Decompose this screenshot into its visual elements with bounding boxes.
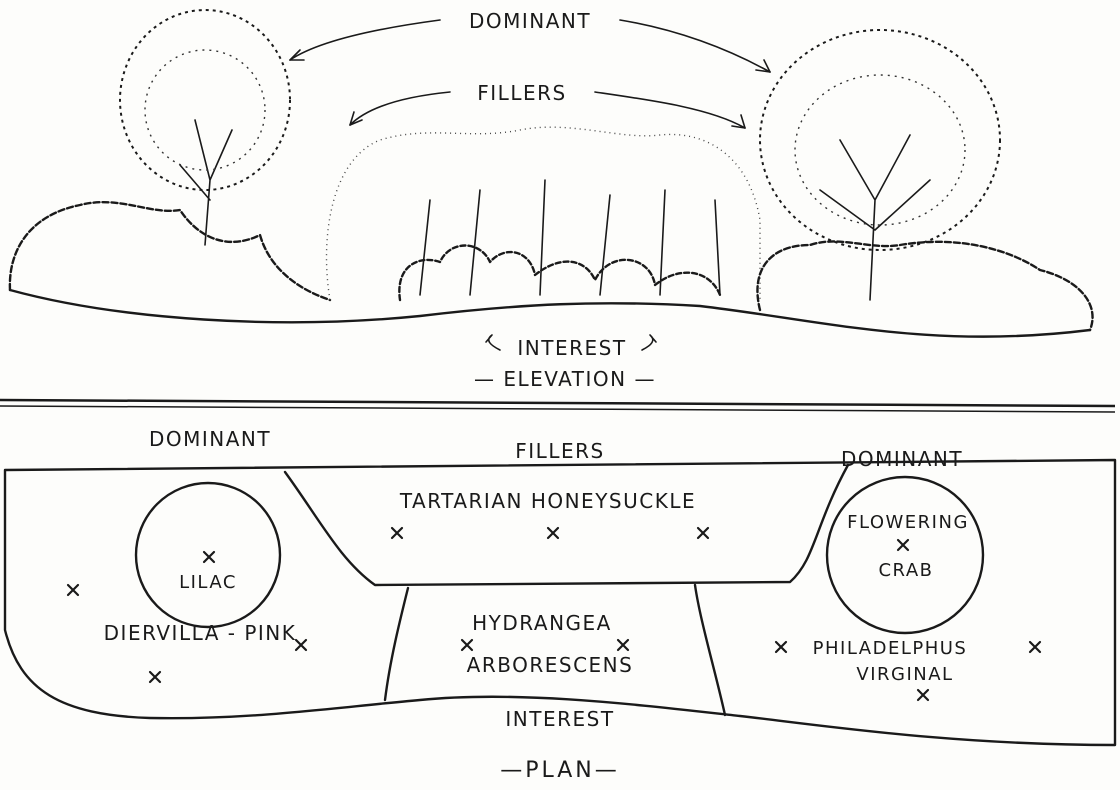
elevation-left-shrub-mass <box>10 202 330 300</box>
section-divider-bottom <box>0 406 1115 412</box>
fillers-arrow-left <box>350 92 450 125</box>
elevation-drawing: DOMINANT FILLERS INTEREST — ELEVATION — <box>10 9 1093 391</box>
plan-right-dominant-label: DOMINANT <box>841 447 963 471</box>
elevation-dominant-label: DOMINANT <box>469 9 591 33</box>
elevation-right-shrub-mass <box>757 241 1092 330</box>
plan-virginal-label: VIRGINAL <box>856 664 953 685</box>
elevation-left-dominant-tree <box>120 10 290 245</box>
elevation-interest-label: INTEREST <box>517 336 626 360</box>
plan-left-dominant-label: DOMINANT <box>149 427 271 451</box>
plan-title: —PLAN— <box>500 758 620 783</box>
elevation-title: — ELEVATION — <box>474 367 656 391</box>
dominant-arrow-right <box>620 20 770 72</box>
plan-crab-circle <box>827 477 983 633</box>
dominant-arrow-left <box>290 20 440 60</box>
elevation-right-dominant-tree <box>760 30 1000 300</box>
plan-flowering-label: FLOWERING <box>847 512 969 533</box>
plan-fillers-label: FILLERS <box>515 439 604 463</box>
elevation-ground-line <box>10 290 1090 337</box>
plan-hydrangea-label: HYDRANGEA <box>472 611 612 635</box>
plan-arborescens-label: ARBORESCENS <box>467 653 634 677</box>
fillers-arrow-right <box>595 92 745 128</box>
plan-interest-label: INTEREST <box>505 707 614 731</box>
plan-honeysuckle-label: TARTARIAN HONEYSUCKLE <box>399 489 696 513</box>
plan-drawing: DOMINANT FILLERS DOMINANT TARTARIAN HONE… <box>5 427 1115 783</box>
elevation-fillers-label: FILLERS <box>477 81 566 105</box>
plan-lilac-label: LILAC <box>179 572 237 593</box>
plan-fillers-area <box>285 465 848 585</box>
section-divider-top <box>0 400 1115 406</box>
plan-philadelphus-label: PHILADELPHUS <box>813 638 968 659</box>
plan-diervilla-label: DIERVILLA - PINK <box>104 621 297 645</box>
plan-crab-label: CRAB <box>878 560 933 581</box>
elevation-fillers-mass <box>327 127 760 300</box>
plan-hydrangea-bed <box>385 585 725 715</box>
